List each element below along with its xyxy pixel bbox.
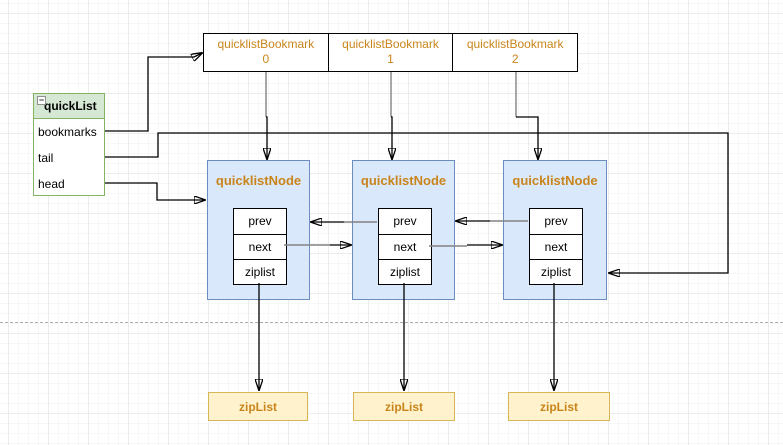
node-2-prev-cell[interactable]: prev <box>393 214 417 228</box>
quicklist-node-3-title: quicklistNode <box>512 173 598 188</box>
quicklist-struct-header: − quickList <box>34 94 104 119</box>
edge-bookmark-2-to-node-3[interactable] <box>515 72 538 159</box>
ziplist-box-2-label: zipList <box>385 400 423 414</box>
quicklist-node-1[interactable]: quicklistNode prev next ziplist <box>207 160 310 300</box>
bookmark-cell-0-index: 0 <box>262 52 270 66</box>
edge-bookmark-1-to-node-2[interactable] <box>391 72 392 159</box>
quicklist-field-bookmarks[interactable]: bookmarks <box>38 125 97 139</box>
ziplist-box-3[interactable]: zipList <box>508 392 610 421</box>
bookmark-cell-2[interactable]: quicklistBookmark 2 <box>452 34 577 71</box>
ziplist-box-2[interactable]: zipList <box>353 392 455 421</box>
edge-head-to-node-1[interactable] <box>105 182 205 200</box>
bookmark-cell-1[interactable]: quicklistBookmark 1 <box>327 34 453 71</box>
quicklist-struct-title: quickList <box>44 99 97 113</box>
page-boundary-line <box>0 322 783 323</box>
node-2-next-cell[interactable]: next <box>379 234 431 259</box>
edge-bookmark-0-to-node-1[interactable] <box>266 72 267 159</box>
quicklist-node-2[interactable]: quicklistNode prev next ziplist <box>352 160 455 300</box>
ziplist-box-1-label: zipList <box>239 400 277 414</box>
bookmark-cell-1-label: quicklistBookmark <box>342 37 439 51</box>
quicklist-struct[interactable]: − quickList bookmarks tail head <box>33 93 105 196</box>
node-2-ziplist-cell[interactable]: ziplist <box>379 259 431 284</box>
quicklist-field-head[interactable]: head <box>38 177 65 191</box>
collapse-icon[interactable]: − <box>37 95 46 105</box>
node-3-prev-cell[interactable]: prev <box>544 214 568 228</box>
bookmark-cell-2-label: quicklistBookmark <box>466 37 564 51</box>
quicklist-node-1-title: quicklistNode <box>215 173 302 188</box>
quicklist-node-1-table: prev next ziplist <box>233 208 287 285</box>
node-3-ziplist-cell[interactable]: ziplist <box>530 259 582 284</box>
quicklist-node-3[interactable]: quicklistNode prev next ziplist <box>503 160 607 300</box>
bookmark-cell-0[interactable]: quicklistBookmark 0 <box>204 34 328 71</box>
quicklist-node-3-table: prev next ziplist <box>529 208 583 285</box>
ziplist-box-1[interactable]: zipList <box>208 392 308 421</box>
bookmark-cell-0-label: quicklistBookmark <box>217 37 315 51</box>
quicklist-bookmark-box[interactable]: quicklistBookmark 0 quicklistBookmark 1 … <box>203 33 578 72</box>
node-1-prev-cell[interactable]: prev <box>248 214 272 228</box>
edge-bookmarks-to-bookmark-box[interactable] <box>105 53 202 132</box>
ziplist-box-3-label: zipList <box>540 400 578 414</box>
quicklist-node-2-table: prev next ziplist <box>378 208 432 285</box>
node-1-ziplist-cell[interactable]: ziplist <box>234 259 286 284</box>
node-1-next-cell[interactable]: next <box>234 234 286 259</box>
quicklist-node-2-title: quicklistNode <box>360 173 447 188</box>
quicklist-field-tail[interactable]: tail <box>38 151 54 165</box>
bookmark-cell-1-index: 1 <box>387 52 394 66</box>
node-3-next-cell[interactable]: next <box>530 234 582 259</box>
bookmark-cell-2-index: 2 <box>511 52 519 66</box>
